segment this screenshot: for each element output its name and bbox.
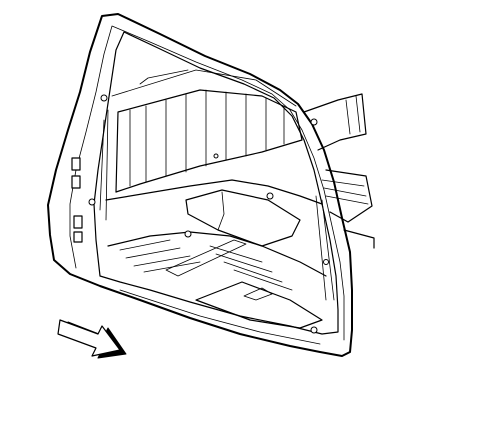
a-pillar-seam (99, 109, 109, 221)
rear-wall-fastener (213, 153, 219, 159)
rear-wall-top-rail (111, 69, 297, 107)
interior-floor-right-ribs (321, 179, 369, 205)
rear-wall-ribs (129, 89, 285, 187)
lower-hinge-mount (73, 215, 83, 229)
floor-tunnel (195, 281, 323, 329)
upper-hinge-mount (71, 157, 81, 171)
floor-hole-1 (184, 230, 192, 238)
view-direction-arrow-icon (57, 319, 127, 359)
floor-front-edge (107, 231, 327, 277)
interior-shelf (303, 93, 367, 151)
lower-hinge-mount-2 (73, 231, 83, 243)
floor-crossmember (165, 239, 247, 277)
hinge-details (71, 94, 318, 243)
floor-hole-4 (310, 326, 318, 334)
roof-brace (139, 69, 189, 85)
cab-interior-right (303, 93, 375, 249)
rear-wall-outline (115, 89, 303, 193)
floor-hole-3 (323, 259, 329, 265)
interior-shelf-ribs (345, 95, 361, 135)
floor-hump-crease (217, 191, 225, 231)
floor-riser (105, 179, 323, 205)
floor-hole-2 (266, 192, 274, 200)
b-pillar-seam (315, 195, 335, 301)
floor-hump (185, 189, 301, 247)
rocker-panel (69, 273, 343, 357)
interior-edge-right (343, 229, 375, 249)
roof-rail-bolt (100, 94, 108, 102)
upper-hinge-mount-2 (71, 175, 81, 189)
door-frame-inner-edge (93, 31, 339, 335)
interior-floor-right (325, 169, 373, 223)
rocker-seam (119, 289, 321, 345)
floor-bracket (243, 287, 273, 301)
arrow-body (57, 319, 121, 357)
b-pillar-upper-bolt (310, 118, 318, 126)
a-pillar-bolt (88, 198, 96, 206)
rear-floor (105, 179, 329, 334)
rear-cab-wall (111, 69, 303, 193)
